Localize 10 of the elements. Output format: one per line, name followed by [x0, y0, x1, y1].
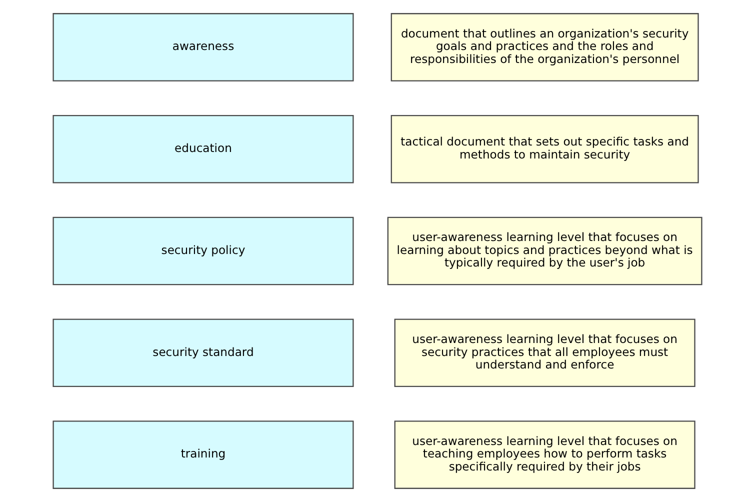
node-box: security standard	[52, 318, 354, 387]
node-box: user-awareness learning level that focuses on security practices that all employees must understand and enforce	[394, 318, 695, 387]
node-box: user-awareness learning level that focuses on learning about topics and practices beyond what is typically required by the user's job	[386, 216, 702, 285]
node-box: education	[52, 114, 354, 183]
node-box: training	[52, 420, 354, 488]
node-box: security policy	[52, 216, 354, 285]
node-box: tactical document that sets out specific tasks and methods to maintain security	[390, 114, 698, 183]
node-box: awareness	[52, 12, 354, 81]
node-box: user-awareness learning level that focuses on teaching employees how to perform tasks specifically required by their jobs	[394, 420, 695, 488]
node-box: document that outlines an organization's security goals and practices and the roles and responsibilities of the organization's personnel	[390, 12, 698, 81]
